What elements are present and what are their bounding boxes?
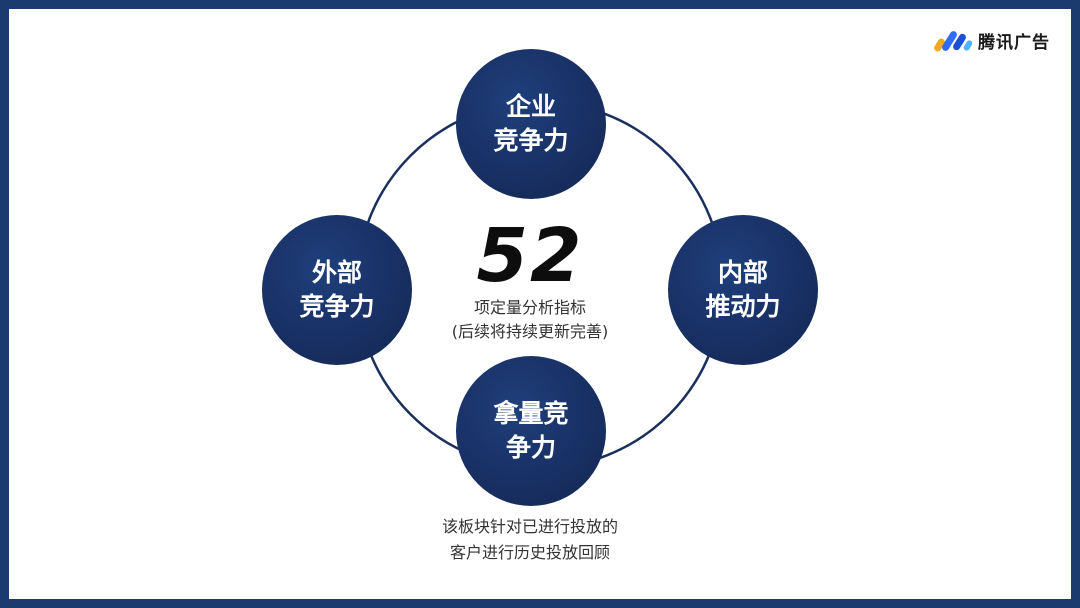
node-label-line2: 推动力 (705, 292, 781, 321)
metric-count: 52 (476, 213, 584, 299)
metric-description: 项定量分析指标 (后续将持续更新完善) (420, 296, 640, 344)
node-traffic-competitiveness: 拿量竞 争力 (456, 356, 606, 506)
node-label-line1: 外部 (311, 258, 362, 287)
node-enterprise-competitiveness: 企业 竞争力 (456, 49, 606, 199)
node-label-line2: 争力 (505, 433, 556, 462)
tencent-ads-logo-icon (934, 31, 972, 52)
node-label-line2: 竞争力 (299, 292, 375, 321)
bottom-note-line2: 客户进行历史投放回顾 (449, 543, 610, 562)
node-external-competitiveness: 外部 竞争力 (262, 215, 412, 365)
metric-description-line2: (后续将持续更新完善) (451, 322, 609, 341)
brand-logo: 腾讯广告 (934, 27, 1050, 53)
node-label-line1: 企业 (505, 92, 556, 121)
node-label-line2: 竞争力 (493, 126, 569, 155)
brand-name: 腾讯广告 (978, 32, 1050, 53)
node-label-line1: 拿量竞 (493, 399, 569, 428)
node-internal-driving-force: 内部 推动力 (668, 215, 818, 365)
bottom-note: 该板块针对已进行投放的 客户进行历史投放回顾 (400, 514, 660, 566)
bottom-note-line1: 该板块针对已进行投放的 (441, 517, 618, 536)
metric-description-line1: 项定量分析指标 (473, 298, 586, 317)
node-label-line1: 内部 (717, 258, 768, 287)
